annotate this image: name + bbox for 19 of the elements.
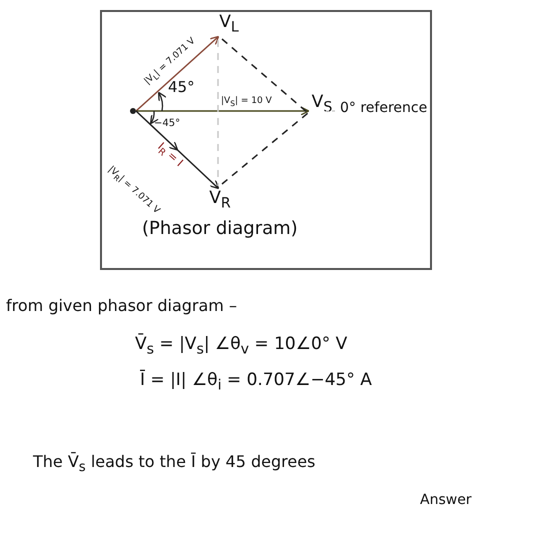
dashed-line (222, 38, 308, 114)
origin-point (130, 108, 136, 114)
equation: Ī = |I| ∠θ$_{i}$ = 0.707∠−45° A (140, 370, 372, 394)
dashed-line (217, 40, 219, 186)
diagram-caption: (Phasor diagram) (142, 218, 298, 239)
angle-label: −45° (154, 118, 180, 129)
answer-note: Answer (420, 492, 472, 508)
intro-text: from given phasor diagram – (6, 296, 237, 315)
phasor-label: V$_{R}$ (206, 188, 234, 212)
edge-label: |V$_{S}$| = 10 V (220, 96, 273, 108)
phasor-label: V$_{L}$ (216, 12, 242, 34)
equation: V̄$_{s}$ = |V$_{s}$| ∠θ$_{v}$ = 10∠0° V (135, 334, 348, 358)
reference-label: 0° reference (340, 100, 428, 116)
answer-sentence: The V̄$_{s}$ leads to the Ī by 45 degrees (33, 452, 316, 476)
phasor-arrow (136, 106, 310, 116)
phasor-arrow (136, 36, 220, 112)
phasor-arrow (135, 110, 220, 189)
dashed-line (222, 112, 308, 185)
diagram-frame (100, 10, 432, 270)
